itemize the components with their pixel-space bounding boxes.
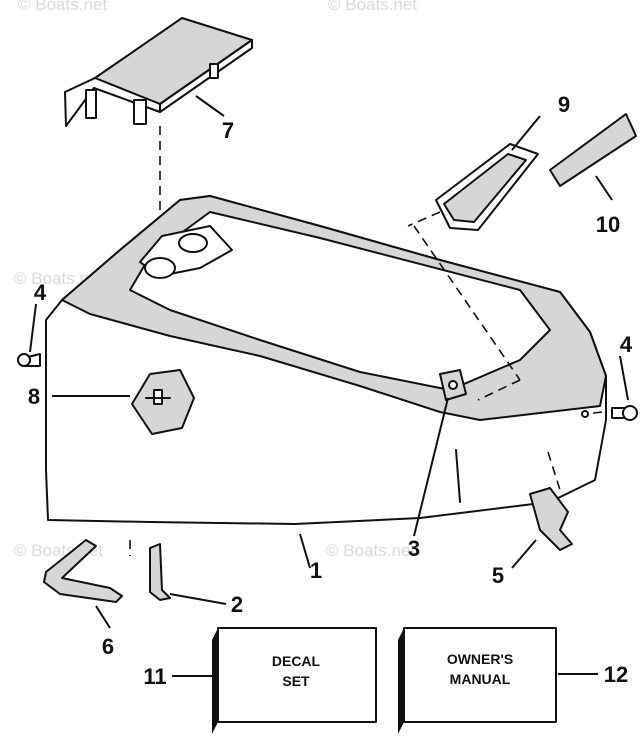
part-11-decal-box: DECAL SET [212,627,377,734]
manual-box-line2: MANUAL [450,671,511,687]
callout-9: 9 [558,92,570,117]
callout-labels: 1 2 3 4 4 5 6 7 8 9 10 11 12 [28,92,633,689]
watermark-text: © Boats.net [18,0,107,14]
callout-11: 11 [143,664,166,689]
part-1-cowl [45,195,607,525]
callout-6: 6 [102,634,114,659]
part-9-frame [407,143,539,401]
part-2-hook [129,540,171,601]
part-7-top-cover [64,17,253,230]
decal-box-line2: SET [282,673,310,689]
part-8-plate [131,369,195,435]
callout-7: 7 [222,118,234,143]
callout-1: 1 [310,558,322,583]
decal-box-line1: DECAL [272,653,321,669]
callout-10: 10 [596,212,620,237]
part-3-clip [439,369,467,401]
part-4-pin-left [17,353,41,367]
manual-box-line1: OWNER'S [447,651,513,667]
callout-8: 8 [28,384,40,409]
part-4-pin-right [581,405,638,421]
callout-3: 3 [408,536,420,561]
part-10-insert [549,113,637,187]
callout-5: 5 [492,563,504,588]
watermark-text: © Boats.net [328,0,417,14]
part-5-bracket [529,451,573,551]
callout-4-left: 4 [34,280,47,305]
callout-2: 2 [231,592,243,617]
callout-12: 12 [604,662,628,687]
callout-4-right: 4 [620,332,633,357]
watermark-text: © Boats.net [326,541,415,560]
part-12-manual-box: OWNER'S MANUAL [398,627,557,734]
part-6-handle [43,539,123,603]
leader-lines [29,95,629,677]
